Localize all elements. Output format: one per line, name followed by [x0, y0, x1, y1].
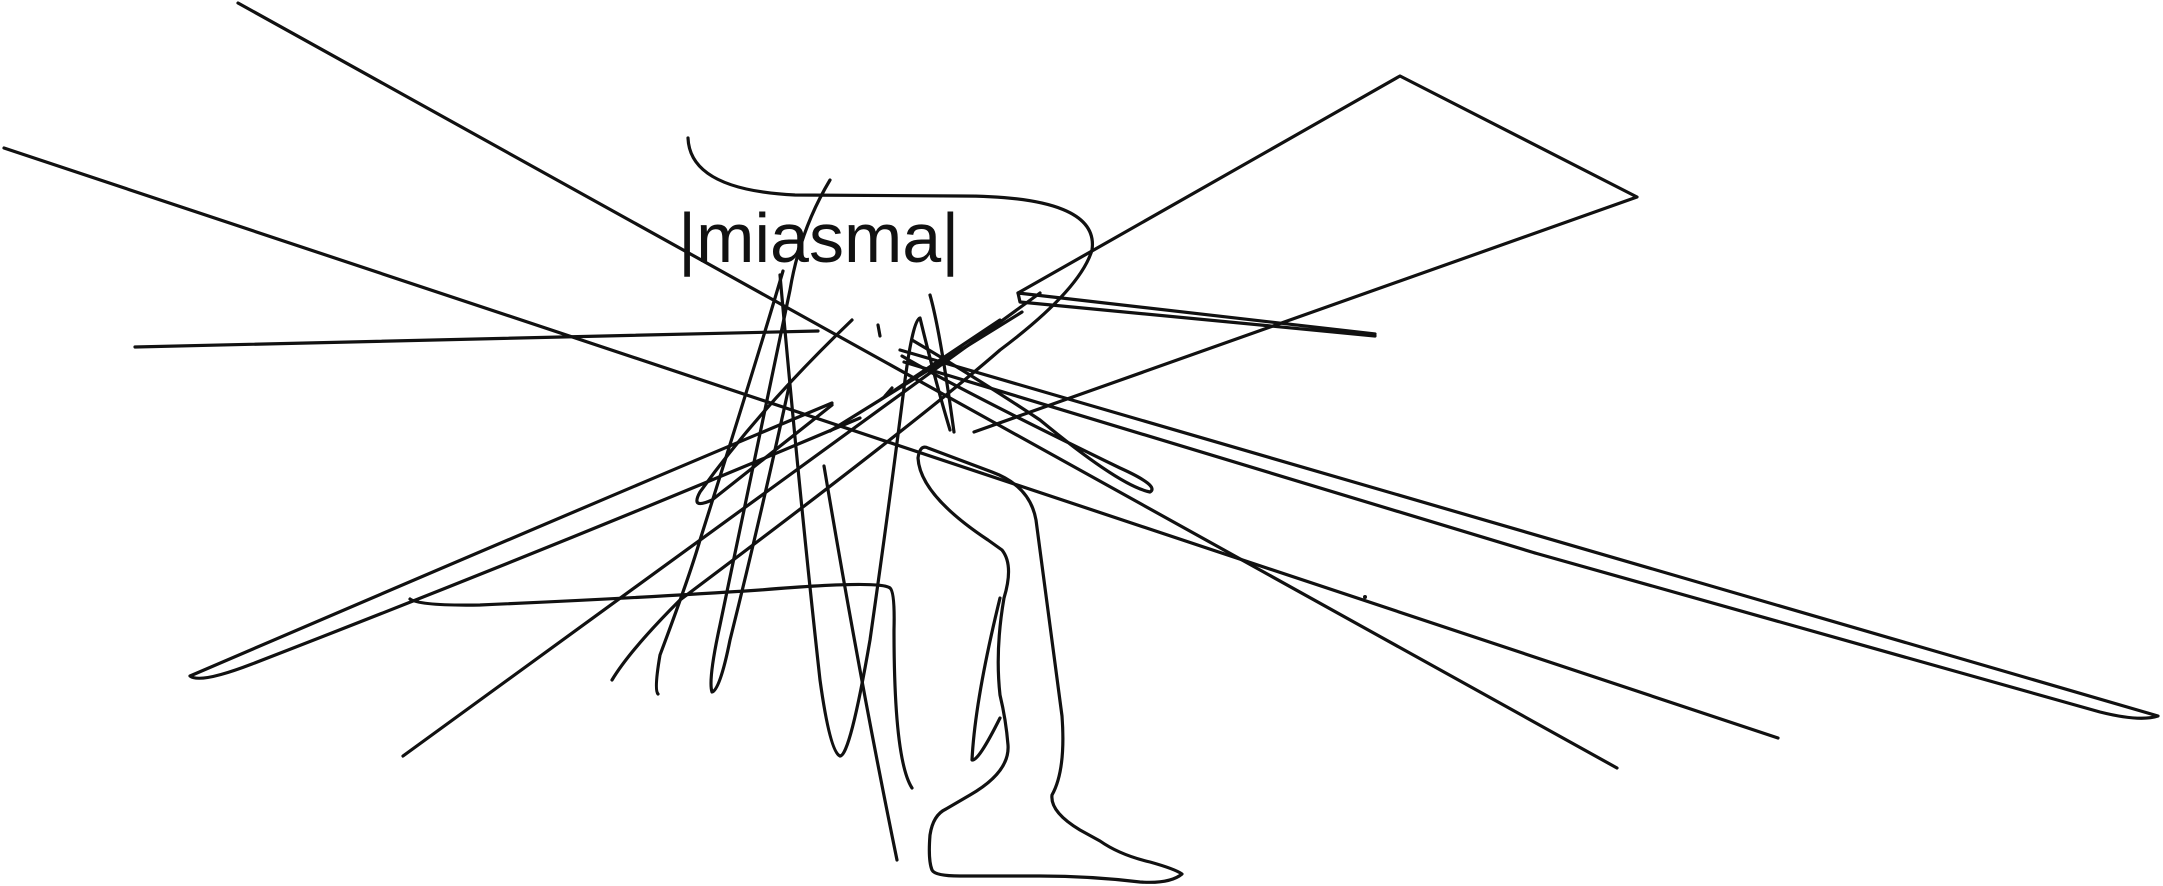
- stroke-leg-figure: [916, 445, 1184, 884]
- stroke-right-long: [902, 360, 1537, 555]
- stroke-left-shallow-diagonal: [2, 146, 1780, 740]
- stroke-far-right-loop: [898, 348, 2160, 720]
- stroke-right-wedge: [972, 74, 1639, 434]
- stroke-top-left-diagonal: [236, 1, 1619, 770]
- stroke-horizontal-left: [133, 329, 820, 349]
- word-miasma: |miasma|: [678, 199, 959, 277]
- scribble-vertical-d: [928, 293, 956, 434]
- scribble-diag-cluster: [828, 310, 1154, 494]
- stroke-leg-inner: [970, 596, 1002, 762]
- scribble-down-long: [822, 464, 899, 862]
- stroke-right-cross: [1016, 291, 1377, 338]
- scribble-vertical-c: [654, 269, 785, 696]
- stroke-lower-loop: [408, 582, 914, 790]
- scribble-small-tick: [876, 323, 894, 398]
- scribble-vertical-b: [778, 273, 952, 758]
- scribble-vertical-a: [709, 178, 832, 694]
- scribble-hook: [695, 318, 854, 506]
- stroke-lower-left-a: [188, 401, 862, 680]
- stray-dot: [1363, 595, 1367, 599]
